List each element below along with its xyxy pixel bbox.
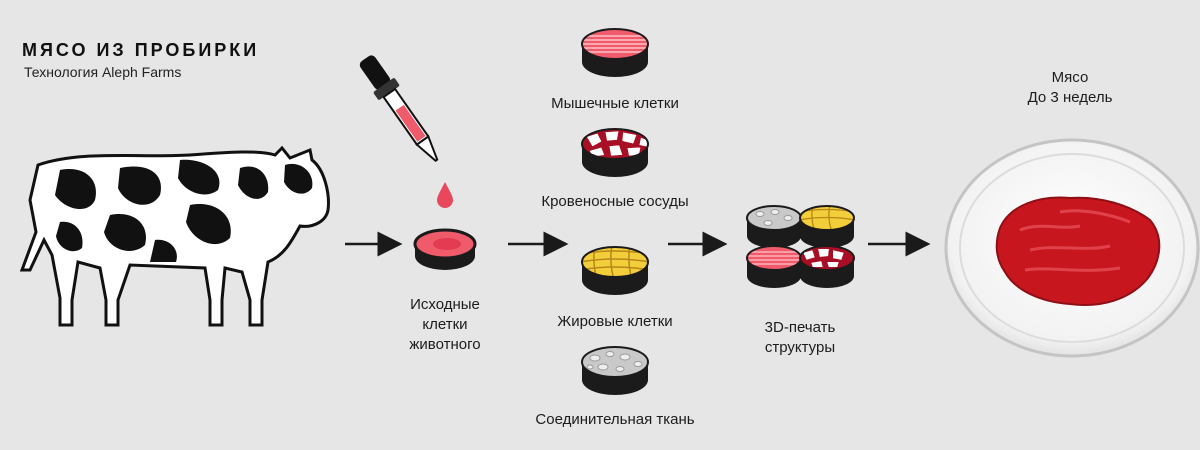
petri-dish-source xyxy=(413,228,477,270)
3d-print-label: 3D-печать структуры xyxy=(740,318,860,358)
fat-cells-dish xyxy=(581,246,649,295)
meat-label: Мясо До 3 недель xyxy=(1000,68,1140,108)
connective-tissue-dish xyxy=(581,346,649,395)
source-cells-label-line2: клетки xyxy=(422,316,468,333)
diagram-title: МЯСО ИЗ ПРОБИРКИ xyxy=(22,40,260,60)
meat-label-line2: До 3 недель xyxy=(1027,89,1113,106)
muscle-cells-dish xyxy=(581,28,649,77)
muscle-cells-label: Мышечные клетки xyxy=(551,95,679,112)
connective-tissue-label: Соединительная ткань xyxy=(535,411,695,428)
cow-icon xyxy=(19,145,330,327)
3d-print-label-line1: 3D-печать xyxy=(764,319,836,336)
meat-label-line1: Мясо xyxy=(1051,69,1089,86)
blood-drop-icon xyxy=(437,182,453,208)
source-cells-label: Исходные клетки животного xyxy=(385,295,505,355)
source-cells-label-line3: животного xyxy=(409,336,481,353)
source-cells-label-line1: Исходные xyxy=(410,296,480,313)
fat-cells-label: Жировые клетки xyxy=(557,313,673,330)
3d-print-label-line2: структуры xyxy=(764,339,836,356)
3d-print-cluster xyxy=(746,205,855,288)
diagram-subtitle: Технология Aleph Farms xyxy=(24,64,182,80)
pipette-icon xyxy=(359,55,439,163)
meat-petri-dish xyxy=(944,138,1200,358)
blood-vessels-label: Кровеносные сосуды xyxy=(541,193,689,210)
blood-vessels-dish xyxy=(581,128,649,177)
